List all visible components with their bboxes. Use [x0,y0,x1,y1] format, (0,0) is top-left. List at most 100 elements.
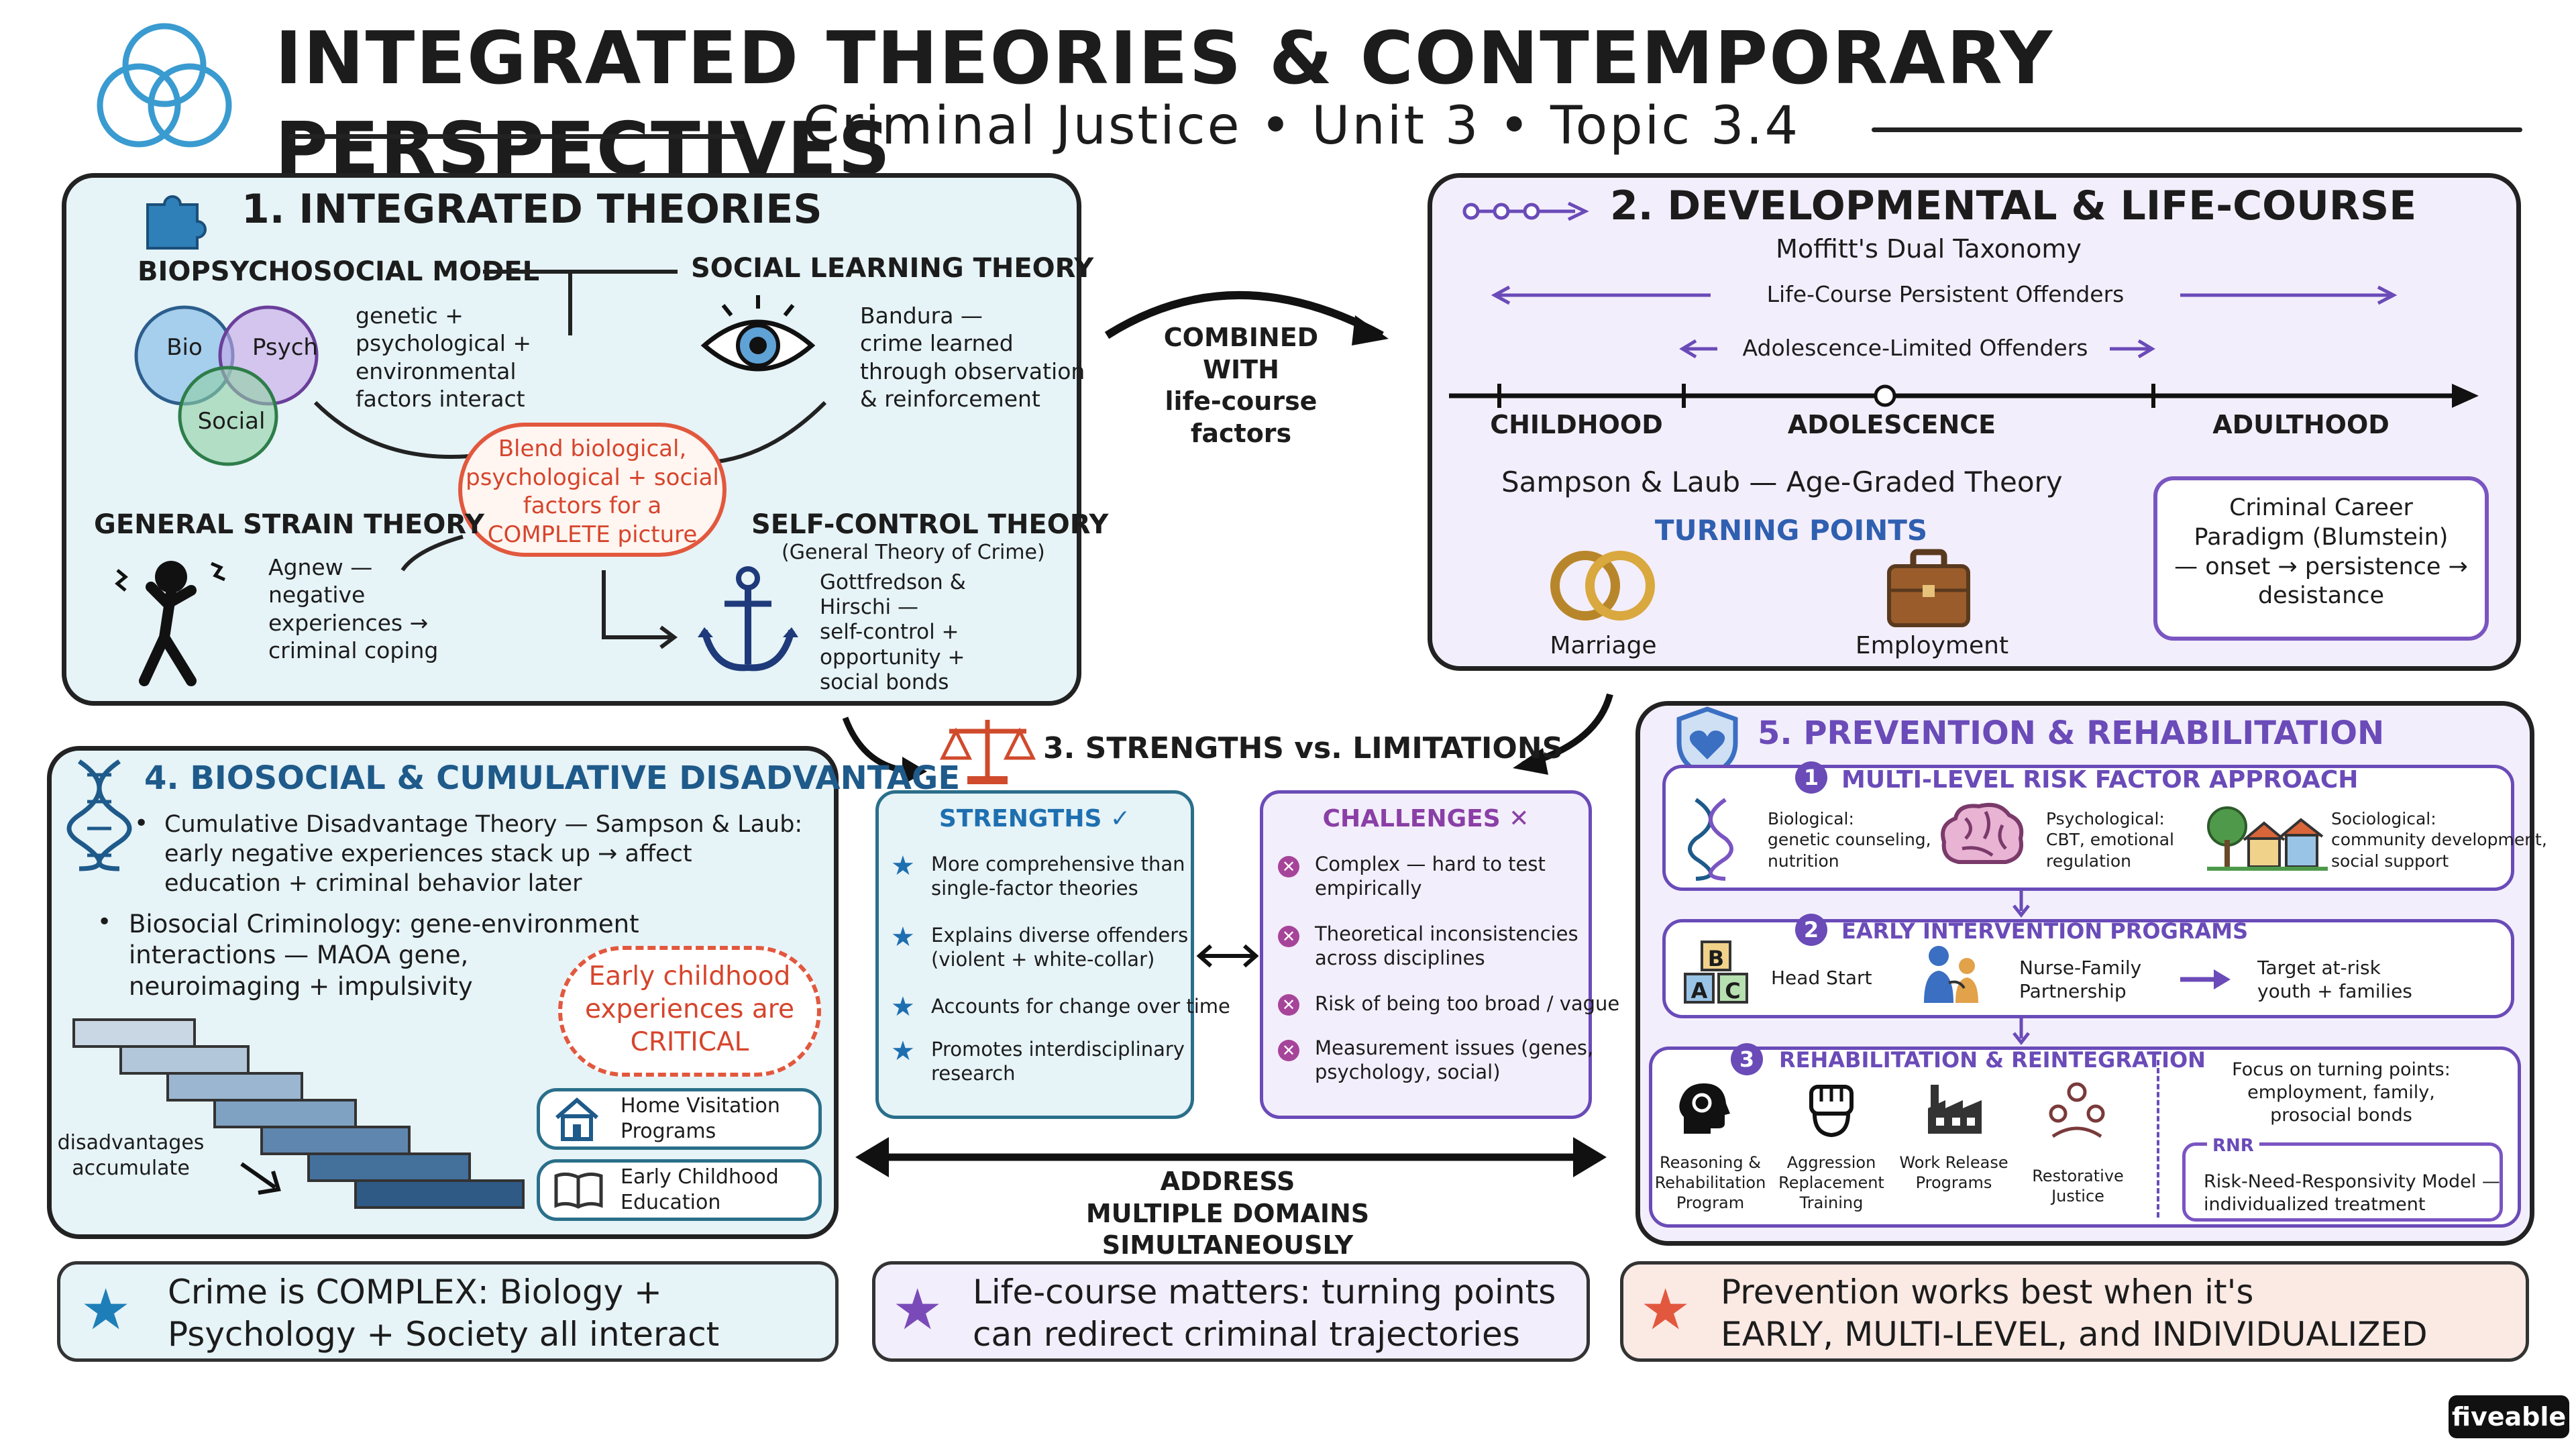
biosocial-bullet: Biosocial Criminology: gene-environment … [129,910,639,1001]
step-number-3: 3 [1731,1043,1763,1075]
fist-icon [1809,1085,1854,1138]
employment-label: Employment [1855,632,2009,659]
strength-item: More comprehensive than single-factor th… [931,853,1185,900]
people-circle-icon [2049,1082,2105,1138]
takeaway-star-icon: ★ [892,1277,943,1342]
social-learning-text: Bandura — crime learned through observat… [860,303,1085,412]
bullet-dot: • [134,810,149,837]
venn-social-label: Social [197,408,266,435]
biological-level-text: Biological: genetic counseling, nutritio… [1768,809,1931,871]
eye-icon [700,295,816,372]
nurse-family-icon [1924,946,1978,1003]
book-icon [554,1172,603,1209]
self-control-subtitle: (General Theory of Crime) [782,541,1045,564]
challenge-item: Complex — hard to test empirically [1315,853,1546,900]
biopsych-text: genetic + psychological + environmental … [356,303,532,412]
venn-diagram [134,305,319,466]
rehab-item: Aggression Replacement Training [1778,1153,1884,1212]
takeaway-life-course-text: Life-course matters: turning points can … [973,1273,1556,1354]
double-arrow-icon [1196,944,1259,968]
integration-center-bubble: Blend biological, psychological + social… [458,423,727,557]
stairs-graphic [72,1018,525,1209]
factory-icon [1928,1085,1982,1134]
lcp-label: Life-Course Persistent Offenders [1766,281,2125,307]
title-underline-left [288,134,745,139]
strength-star-icon: ★ [891,1036,915,1067]
takeaway-prevention-text: Prevention works best when it's EARLY, M… [1721,1273,2428,1354]
section2-title: 2. DEVELOPMENTAL & LIFE-COURSE [1610,182,2417,229]
self-control-text: Gottfredson & Hirschi — self-control + o… [820,570,966,694]
self-control-title: SELF-CONTROL THEORY [751,509,1109,540]
page-subtitle: Criminal Justice • Unit 3 • Topic 3.4 [802,96,1801,156]
strain-text: Agnew — negative experiences → criminal … [268,554,439,663]
head-start-label: Head Start [1771,967,1872,989]
address-label: ADDRESS MULTIPLE DOMAINS SIMULTANEOUSLY [1085,1167,1370,1260]
section3-title: 3. STRENGTHS vs. LIMITATIONS [1043,731,1564,765]
strengths-title: STRENGTHS ✓ [938,805,1131,833]
early-intervention-title: EARLY INTERVENTION PROGRAMS [1841,918,2249,944]
rings-icon [1550,551,1655,621]
title-underline-right [1872,127,2522,132]
puzzle-icon [146,195,207,250]
challenge-item: Measurement issues (genes, psychology, s… [1315,1036,1594,1084]
rehab-item: Work Release Programs [1899,1153,2008,1192]
nurse-family-label: Nurse-Family Partnership [2019,957,2142,1002]
takeaway-star-icon: ★ [1640,1277,1691,1342]
head-gears-icon [1679,1083,1730,1134]
step-number-1: 1 [1795,761,1827,794]
combined-arrow [1104,291,1389,345]
stairs-label: disadvantages accumulate [57,1131,205,1180]
briefcase-icon [1887,549,1970,627]
lcp-arrow [1491,285,2398,305]
takeaway-prevention [1620,1261,2529,1362]
strength-star-icon: ★ [891,922,915,953]
strengths-box [875,790,1194,1119]
marriage-label: Marriage [1550,632,1657,659]
abc-block-b: B [1701,941,1731,971]
down-arrow-2 [2012,1018,2030,1046]
takeaway-complex-text: Crime is COMPLEX: Biology + Psychology +… [168,1273,720,1354]
scales-icon [939,720,1036,784]
rnr-text: Risk-Need-Responsivity Model — individua… [2204,1171,2500,1215]
rnr-tag: RNR [2207,1135,2259,1157]
section4-title: 4. BIOSOCIAL & CUMULATIVE DISADVANTAGE [144,759,961,797]
timeline-dots-icon [1462,201,1589,221]
arrow-to-section3-right [1513,693,1613,775]
psychological-level-text: Psychological: CBT, emotional regulation [2046,809,2174,871]
strain-title: GENERAL STRAIN THEORY [94,509,484,540]
challenges-title: CHALLENGES ✕ [1322,805,1529,833]
stage-adolescence: ADOLESCENCE [1787,410,1996,439]
dna-icon [66,759,132,871]
home-visitation-label: Home Visitation Programs [621,1094,780,1143]
challenge-x-icon: ✕ [1278,856,1299,877]
risk-factor-title: MULTI-LEVEL RISK FACTOR APPROACH [1841,766,2359,794]
early-education-card [537,1159,822,1221]
address-double-arrow [855,1137,1607,1177]
cumulative-bullet: Cumulative Disadvantage Theory — Sampson… [164,811,803,897]
section5-title: 5. PREVENTION & REHABILITATION [1758,714,2385,752]
age-graded-label: Sampson & Laub — Age-Graded Theory [1501,466,2063,498]
fiveable-logo: fiveable [2449,1395,2569,1438]
rehab-item: Reasoning & Rehabilitation Program [1654,1153,1766,1212]
logo-rings-icon [97,23,232,148]
step-number-2: 2 [1795,914,1827,946]
right-arrow [2180,969,2231,989]
venn-psych-label: Psych [252,334,318,361]
turning-points-label: TURNING POINTS [1654,514,1928,547]
target-at-risk-label: Target at-risk youth + families [2257,957,2412,1002]
section-developmental-life-course [1428,173,2521,671]
arrow-to-section3-left [842,716,927,785]
down-arrow-1 [2012,891,2030,918]
brain-icon [1941,802,2024,864]
bullet-dot: • [97,908,112,936]
takeaway-life-course [872,1261,1590,1362]
strength-star-icon: ★ [891,991,915,1022]
takeaway-complex [57,1261,839,1362]
stressed-person-icon [115,561,225,686]
anchor-icon [698,566,798,672]
page-title: INTEGRATED THEORIES & CONTEMPORARY PERSP… [275,17,2054,191]
criminal-career-box: Criminal Career Paradigm (Blumstein) — o… [2153,476,2489,641]
abc-block-a: A [1684,973,1715,1004]
rehab-item: Restorative Justice [2032,1167,2124,1205]
sociological-level-text: Sociological: community development, soc… [2331,809,2547,871]
